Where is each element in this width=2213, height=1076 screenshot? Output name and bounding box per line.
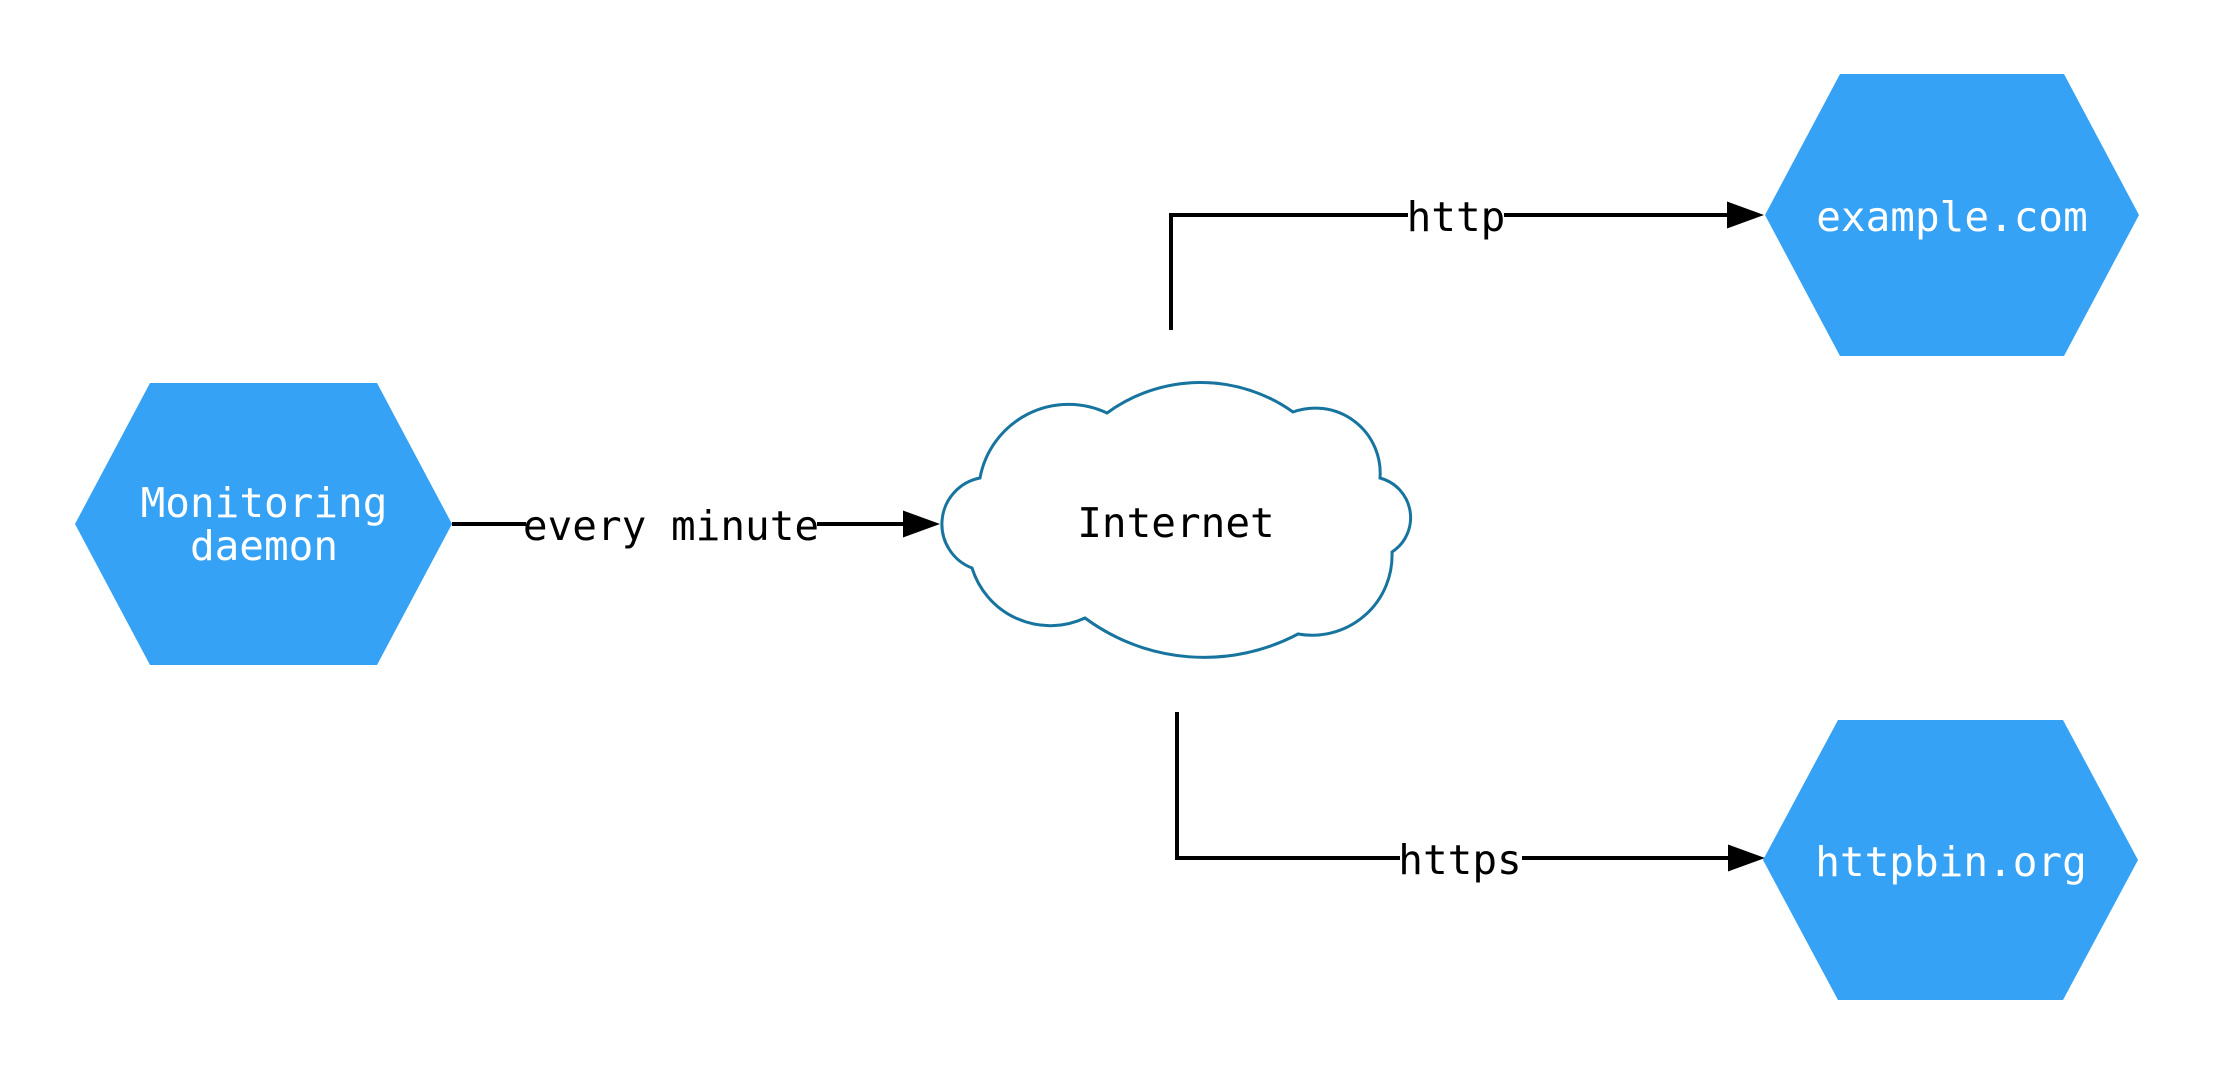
monitoring-daemon-label-line1: Monitoring <box>141 479 388 527</box>
node-internet: Internet <box>940 381 1413 659</box>
edge-http: http <box>1169 193 1764 330</box>
edge-https-arrowhead-icon <box>1728 844 1765 872</box>
monitoring-daemon-hexagon <box>75 383 452 665</box>
edge-every-minute-arrowhead-icon <box>903 510 940 538</box>
internet-label: Internet <box>1077 499 1274 547</box>
httpbin-org-label: httpbin.org <box>1815 838 2087 886</box>
edge-http-label: http <box>1407 193 1506 241</box>
node-httpbin-org: httpbin.org <box>1763 720 2138 1000</box>
internet-cloud <box>940 381 1413 659</box>
edge-every-minute-label: every minute <box>523 502 819 550</box>
node-monitoring-daemon: Monitoring daemon <box>75 383 452 665</box>
monitoring-daemon-label-line2: daemon <box>190 522 338 570</box>
httpbin-org-hexagon <box>1763 720 2138 1000</box>
example-com-label: example.com <box>1816 193 2088 241</box>
edge-every-minute: every minute <box>452 502 940 550</box>
edge-https: https <box>1175 712 1765 884</box>
edge-http-arrowhead-icon <box>1727 201 1764 229</box>
node-example-com: example.com <box>1765 74 2139 356</box>
example-com-hexagon <box>1765 74 2139 356</box>
edge-https-line-left <box>1175 712 1400 860</box>
edge-https-label: https <box>1398 836 1521 884</box>
edge-http-line-left <box>1169 213 1408 330</box>
